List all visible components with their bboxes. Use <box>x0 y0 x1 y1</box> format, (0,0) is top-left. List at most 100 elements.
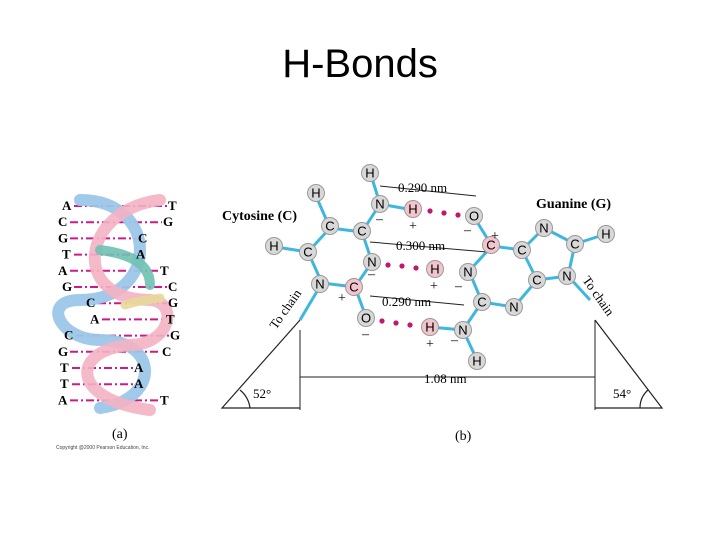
angle-triangles <box>220 319 664 409</box>
svg-text:C: C <box>357 224 366 239</box>
svg-text:–: – <box>361 327 370 342</box>
guanine-label: Guanine (G) <box>536 197 611 212</box>
panel-b-label: (b) <box>455 429 472 444</box>
atom-h-guanine-bottom: H <box>468 352 486 370</box>
right-base-letter: T <box>166 311 175 326</box>
left-base-letter: T <box>60 360 69 375</box>
distance-label-middle: 0.300 nm <box>396 238 445 253</box>
svg-text:H: H <box>601 227 610 242</box>
right-base-letter: C <box>138 230 147 245</box>
svg-text:C: C <box>303 245 312 260</box>
right-base-letter: C <box>162 344 171 359</box>
atom-h-cytosine-left: H <box>265 237 283 255</box>
svg-text:H: H <box>365 166 374 181</box>
svg-text:H: H <box>472 354 481 369</box>
atom-c-cytosine-1: C <box>321 217 339 235</box>
right-base-letter: G <box>170 328 180 343</box>
atom-c-guanine-4: C <box>473 293 491 311</box>
svg-text:H: H <box>430 262 439 277</box>
helix-strand-pink <box>81 194 174 416</box>
atoms: H C C H C N N C O H N H O C H N C N C H … <box>265 164 615 370</box>
svg-text:N: N <box>458 323 467 338</box>
svg-text:N: N <box>539 221 548 236</box>
svg-text:+: + <box>426 337 434 352</box>
width-label: 1.08 nm <box>424 371 467 386</box>
atom-h-cytosine-top: H <box>307 184 325 202</box>
svg-text:O: O <box>469 209 479 224</box>
atom-h-amine-top: H <box>361 164 379 182</box>
atom-h-bond-donor-2: H <box>426 260 444 278</box>
atom-n-guanine-ring: N <box>459 263 477 281</box>
atom-n-amine: N <box>371 195 389 213</box>
distance-label-top: 0.290 nm <box>398 180 447 195</box>
svg-text:+: + <box>430 279 438 294</box>
svg-text:C: C <box>325 219 334 234</box>
atom-c-cytosine-3: C <box>299 243 317 261</box>
atom-n-guanine-amine: N <box>454 321 472 339</box>
svg-text:C: C <box>570 237 579 252</box>
svg-text:C: C <box>532 273 541 288</box>
left-base-letter: G <box>62 279 72 294</box>
svg-text:N: N <box>367 255 376 270</box>
svg-text:N: N <box>562 269 571 284</box>
right-base-letter: T <box>160 263 169 278</box>
slide-title: H-Bonds <box>282 42 438 86</box>
svg-text:N: N <box>315 277 324 292</box>
right-base-letter: A <box>136 247 146 262</box>
right-base-letter: G <box>168 295 178 310</box>
svg-text:N: N <box>463 265 472 280</box>
svg-text:+: + <box>338 291 346 306</box>
svg-text:C: C <box>517 243 526 258</box>
left-base-letter: A <box>58 392 68 407</box>
svg-text:–: – <box>375 212 384 227</box>
hydrogen-bond-dots <box>379 208 461 328</box>
svg-text:+: + <box>491 229 499 244</box>
svg-text:H: H <box>311 186 320 201</box>
svg-text:–: – <box>450 333 459 348</box>
svg-text:N: N <box>509 300 518 315</box>
cytosine-label: Cytosine (C) <box>222 209 297 224</box>
atom-c-guanine-1: C <box>513 241 531 259</box>
svg-text:N: N <box>375 197 384 212</box>
to-chain-left-label: To chain <box>266 286 304 332</box>
left-base-letter: C <box>86 295 95 310</box>
atom-h-bond-donor-3: H <box>421 318 439 336</box>
base-pair-panel: H C C H C N N C O H N H O C H N C N C H … <box>220 164 664 444</box>
atom-c-guanine-2: C <box>566 235 584 253</box>
atom-o-cytosine: O <box>357 309 375 327</box>
atom-o-guanine: O <box>465 207 483 225</box>
helix-strand-teal <box>95 245 155 290</box>
svg-text:–: – <box>454 279 463 294</box>
copyright-text: Copyright @2000 Pearson Education, Inc. <box>56 445 149 451</box>
angle-right-label: 54° <box>613 386 631 401</box>
right-base-letter: T <box>160 392 169 407</box>
left-base-letter: C <box>64 328 73 343</box>
atom-n-guanine-5: N <box>505 298 523 316</box>
atom-n-guanine-imidazole: N <box>535 219 553 237</box>
svg-text:C: C <box>486 238 495 253</box>
right-base-letter: T <box>168 198 177 213</box>
svg-text:C: C <box>477 295 486 310</box>
right-base-letter: C <box>168 279 177 294</box>
left-base-letter: G <box>58 344 68 359</box>
svg-text:H: H <box>408 202 417 217</box>
right-base-letter: A <box>134 376 144 391</box>
left-base-letter: G <box>58 230 68 245</box>
atom-h-guanine-right: H <box>597 225 615 243</box>
left-base-letter: A <box>58 263 68 278</box>
helix-strand-blue <box>52 194 151 414</box>
distance-arrows <box>299 185 596 410</box>
angle-left-label: 52° <box>253 386 271 401</box>
left-base-letter: T <box>62 247 71 262</box>
svg-text:–: – <box>367 267 376 282</box>
atom-n-cytosine-ring: N <box>363 253 381 271</box>
svg-text:+: + <box>409 219 417 234</box>
svg-text:H: H <box>425 320 434 335</box>
svg-text:H: H <box>269 239 278 254</box>
right-base-letter: G <box>163 214 173 229</box>
left-base-letter: C <box>58 214 67 229</box>
